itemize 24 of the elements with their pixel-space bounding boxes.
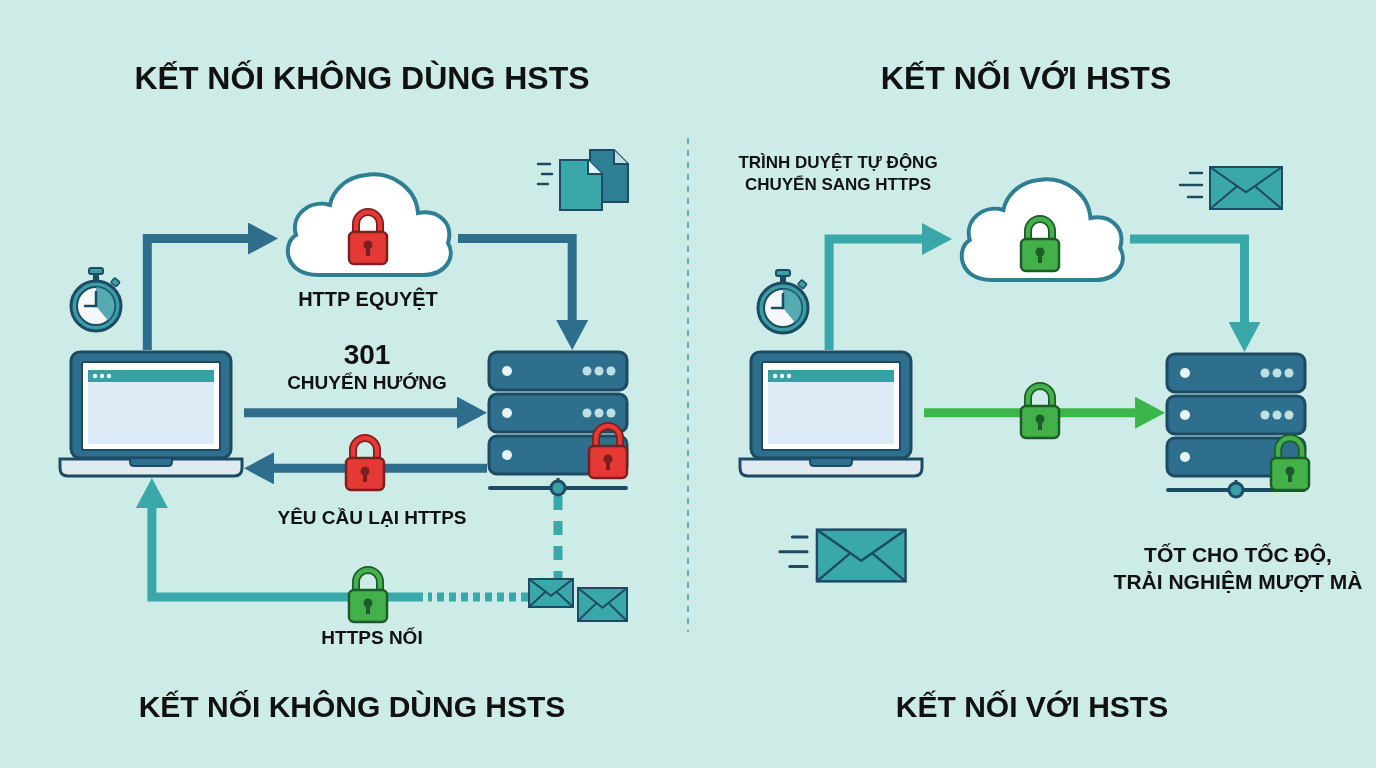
edge-label: YÊU CẦU LẠI HTTPS <box>277 506 467 530</box>
edge-label: HTTPS NỐI <box>321 626 423 650</box>
envelopes-icon <box>528 578 628 622</box>
arrow <box>458 234 589 350</box>
arrow <box>142 222 278 350</box>
arrow <box>1130 234 1261 352</box>
arrow <box>244 396 487 429</box>
node-caption: HTTP EQUYỆT <box>298 287 438 312</box>
panel-caption: KẾT NỐI VỚI HSTS <box>895 689 1169 725</box>
node-caption: TỐT CHO TỐC ĐỘ, TRẢI NGHIỆM MƯỢT MÀ <box>1113 542 1363 595</box>
arrow <box>135 478 528 602</box>
arrow <box>924 396 1165 429</box>
panel-title: KẾT NỐI KHÔNG DÙNG HSTS <box>134 59 590 98</box>
laptop-illustration <box>58 350 244 478</box>
dashed-line <box>553 496 563 578</box>
edge-label: 301 CHUYỂN HƯỚNG <box>287 340 447 395</box>
panel-title: KẾT NỐI VỚI HSTS <box>880 59 1172 98</box>
panel-caption: KẾT NỐI KHÔNG DÙNG HSTS <box>138 689 566 725</box>
laptop-illustration <box>738 350 924 478</box>
server-illustration <box>1165 352 1307 498</box>
arrow <box>824 223 952 350</box>
edge-label: TRÌNH DUYỆT TỰ ĐỘNG CHUYỂN SANG HTTPS <box>738 152 938 196</box>
arrow <box>244 452 487 485</box>
server-illustration <box>487 350 629 496</box>
